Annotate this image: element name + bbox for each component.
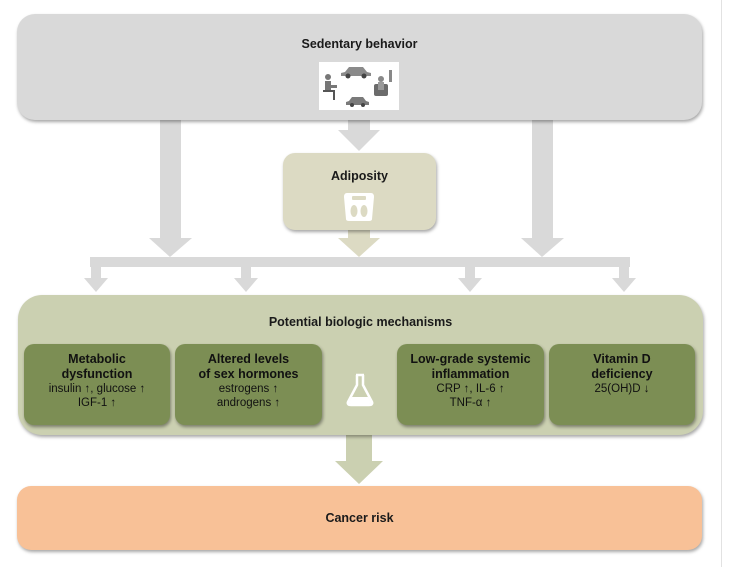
- mechanism-detail: 25(OH)D ↓: [594, 383, 650, 395]
- arrow-mechanisms-to-cancer: [335, 433, 383, 484]
- flask-icon: [346, 373, 374, 407]
- adiposity-title: Adiposity: [331, 169, 388, 183]
- weighing-scale-icon: [344, 193, 374, 221]
- arrow-to-vitamin-d: [612, 267, 636, 292]
- arrow-to-inflammation: [458, 267, 482, 292]
- cancer-risk-node: Cancer risk: [17, 486, 702, 550]
- sedentary-behavior-node: Sedentary behavior: [17, 14, 702, 120]
- cancer-risk-title: Cancer risk: [325, 511, 394, 525]
- mechanism-title: Low-grade systemic inflammation: [410, 352, 531, 381]
- arrow-sedentary-left-down: [149, 118, 192, 257]
- mechanism-inflammation: Low-grade systemic inflammation CRP ↑, I…: [397, 344, 544, 425]
- mechanism-title: Vitamin D deficiency: [591, 352, 653, 381]
- mechanism-detail: CRP ↑, IL-6 ↑: [436, 383, 505, 395]
- biologic-mechanisms-title: Potential biologic mechanisms: [268, 315, 453, 329]
- mechanism-detail: estrogens ↑: [218, 383, 279, 395]
- page-edge-rule: [721, 0, 722, 567]
- mechanism-title: Metabolic dysfunction: [61, 352, 133, 381]
- mechanism-vitamin-d-deficiency: Vitamin D deficiency 25(OH)D ↓: [549, 344, 695, 425]
- sedentary-behavior-title: Sedentary behavior: [301, 37, 418, 51]
- mechanism-detail: IGF-1 ↑: [77, 397, 117, 409]
- arrow-sedentary-right-down: [521, 118, 564, 257]
- mechanism-detail: TNF-α ↑: [449, 397, 492, 409]
- mechanism-sex-hormones: Altered levels of sex hormones estrogens…: [175, 344, 322, 425]
- mechanism-title: Altered levels of sex hormones: [198, 352, 299, 381]
- adiposity-node: Adiposity: [283, 153, 436, 230]
- sedentary-activities-icon: [319, 62, 399, 110]
- mechanism-detail: insulin ↑, glucose ↑: [48, 383, 146, 395]
- arrow-adiposity-down: [338, 228, 380, 257]
- arrow-sedentary-to-adiposity: [338, 118, 380, 151]
- arrow-to-metabolic: [84, 267, 108, 292]
- arrow-to-sex-hormones: [234, 267, 258, 292]
- mechanism-metabolic-dysfunction: Metabolic dysfunction insulin ↑, glucose…: [24, 344, 170, 425]
- mechanism-detail: androgens ↑: [216, 397, 281, 409]
- biologic-mechanisms-node: Potential biologic mechanisms Metabolic …: [18, 295, 703, 435]
- distribution-bar: [90, 257, 630, 267]
